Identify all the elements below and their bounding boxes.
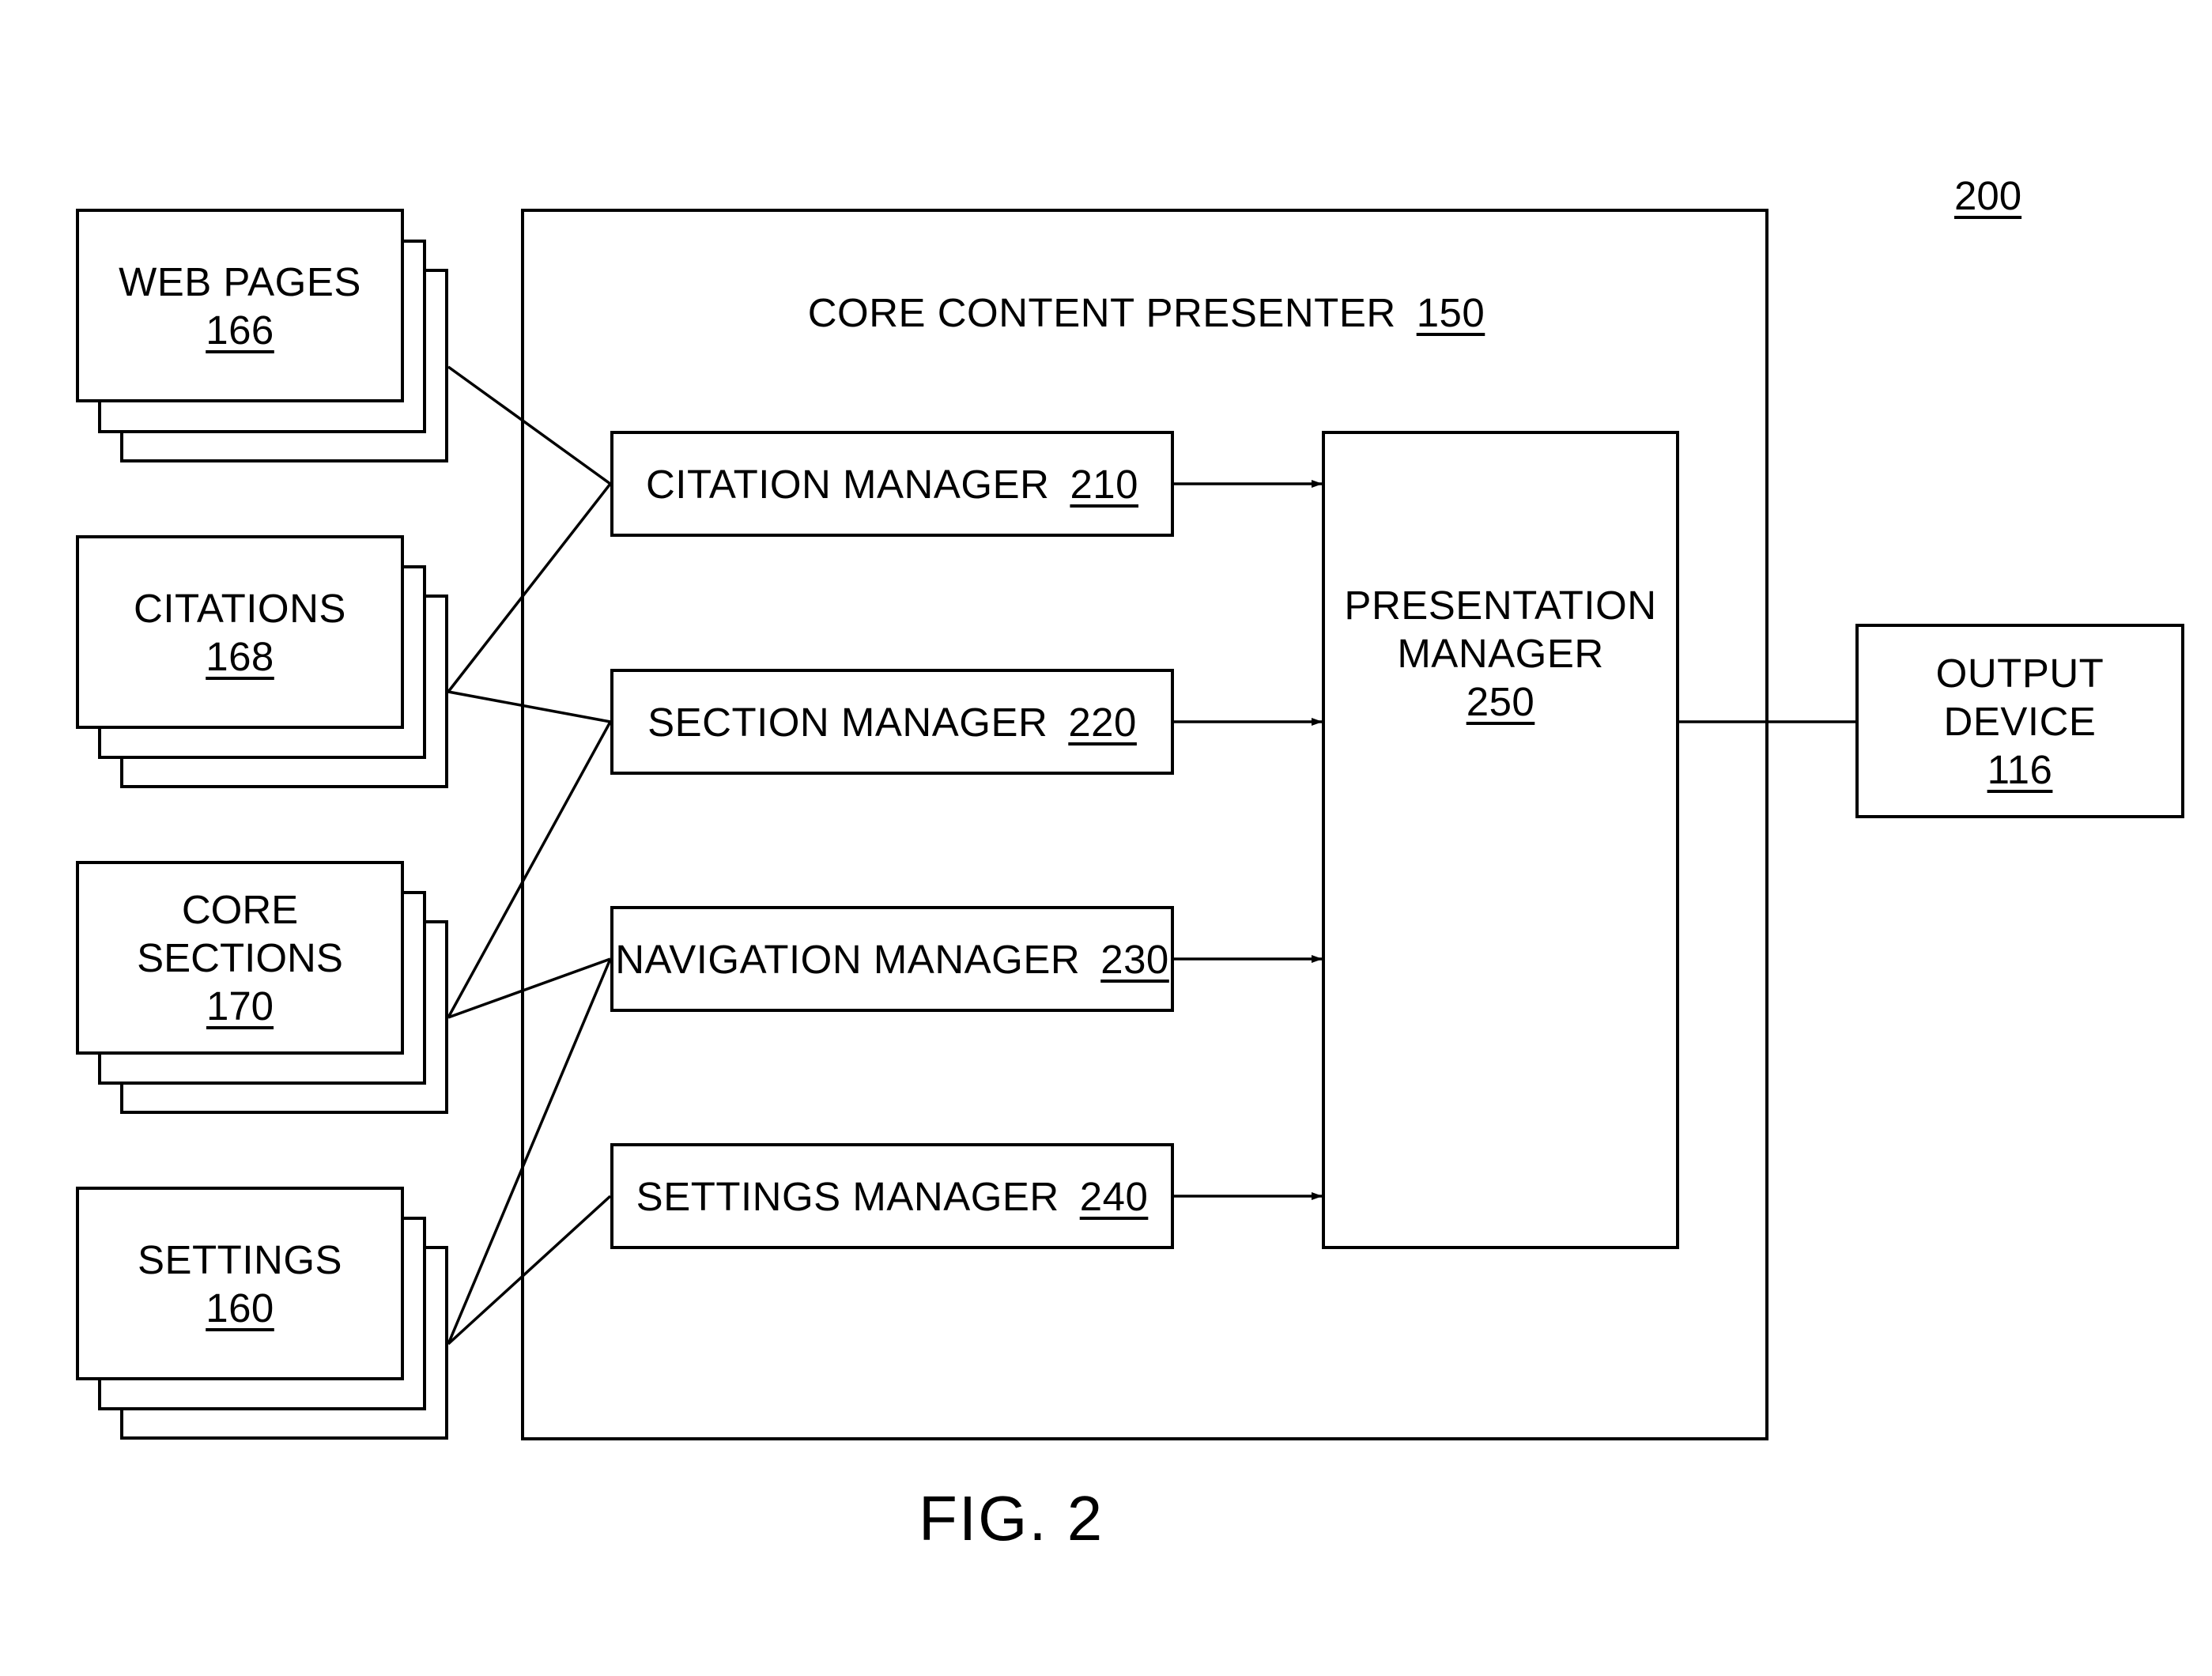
presentation-manager-ref: 250: [1466, 678, 1535, 726]
presenter-ref: 150: [1417, 290, 1485, 335]
output-device-ref: 116: [1987, 746, 2053, 794]
output-device-line1: OUTPUT: [1936, 649, 2104, 697]
citation-manager-label: CITATION MANAGER 210: [610, 431, 1174, 537]
input-name: WEB PAGES: [119, 258, 361, 306]
input-label: SETTINGS 160: [76, 1187, 404, 1380]
presentation-manager-box: [1322, 431, 1679, 1249]
input-name: CITATIONS: [134, 584, 346, 632]
input-name: CORE SECTIONS: [76, 885, 404, 982]
navigation-manager-label: NAVIGATION MANAGER 230: [610, 906, 1174, 1012]
manager-ref: 230: [1100, 937, 1169, 982]
manager-name: NAVIGATION MANAGER: [615, 937, 1080, 982]
presentation-manager-line1: PRESENTATION: [1344, 581, 1656, 629]
input-name: SETTINGS: [138, 1236, 342, 1284]
core-content-presenter-title: CORE CONTENT PRESENTER 150: [712, 285, 1581, 340]
input-label: CORE SECTIONS 170: [76, 861, 404, 1055]
manager-name: SETTINGS MANAGER: [636, 1174, 1059, 1219]
input-ref: 160: [206, 1284, 274, 1332]
figure-reference: 200: [1954, 172, 2021, 219]
input-ref: 170: [206, 982, 274, 1030]
presentation-manager-label: PRESENTATION MANAGER 250: [1322, 581, 1679, 739]
manager-name: SECTION MANAGER: [647, 700, 1047, 745]
input-label: CITATIONS 168: [76, 535, 404, 729]
output-device-label: OUTPUT DEVICE 116: [1855, 624, 2184, 818]
manager-ref: 210: [1070, 462, 1138, 507]
manager-name: CITATION MANAGER: [646, 462, 1049, 507]
presentation-manager-line2: MANAGER: [1397, 629, 1603, 678]
input-ref: 168: [206, 632, 274, 681]
input-label: WEB PAGES 166: [76, 209, 404, 402]
presenter-name: CORE CONTENT PRESENTER: [808, 290, 1396, 335]
output-device-line2: DEVICE: [1944, 697, 2097, 746]
manager-ref: 240: [1080, 1174, 1149, 1219]
figure-caption: FIG. 2: [919, 1482, 1104, 1555]
section-manager-label: SECTION MANAGER 220: [610, 669, 1174, 775]
manager-ref: 220: [1068, 700, 1137, 745]
input-ref: 166: [206, 306, 274, 354]
settings-manager-label: SETTINGS MANAGER 240: [610, 1143, 1174, 1249]
